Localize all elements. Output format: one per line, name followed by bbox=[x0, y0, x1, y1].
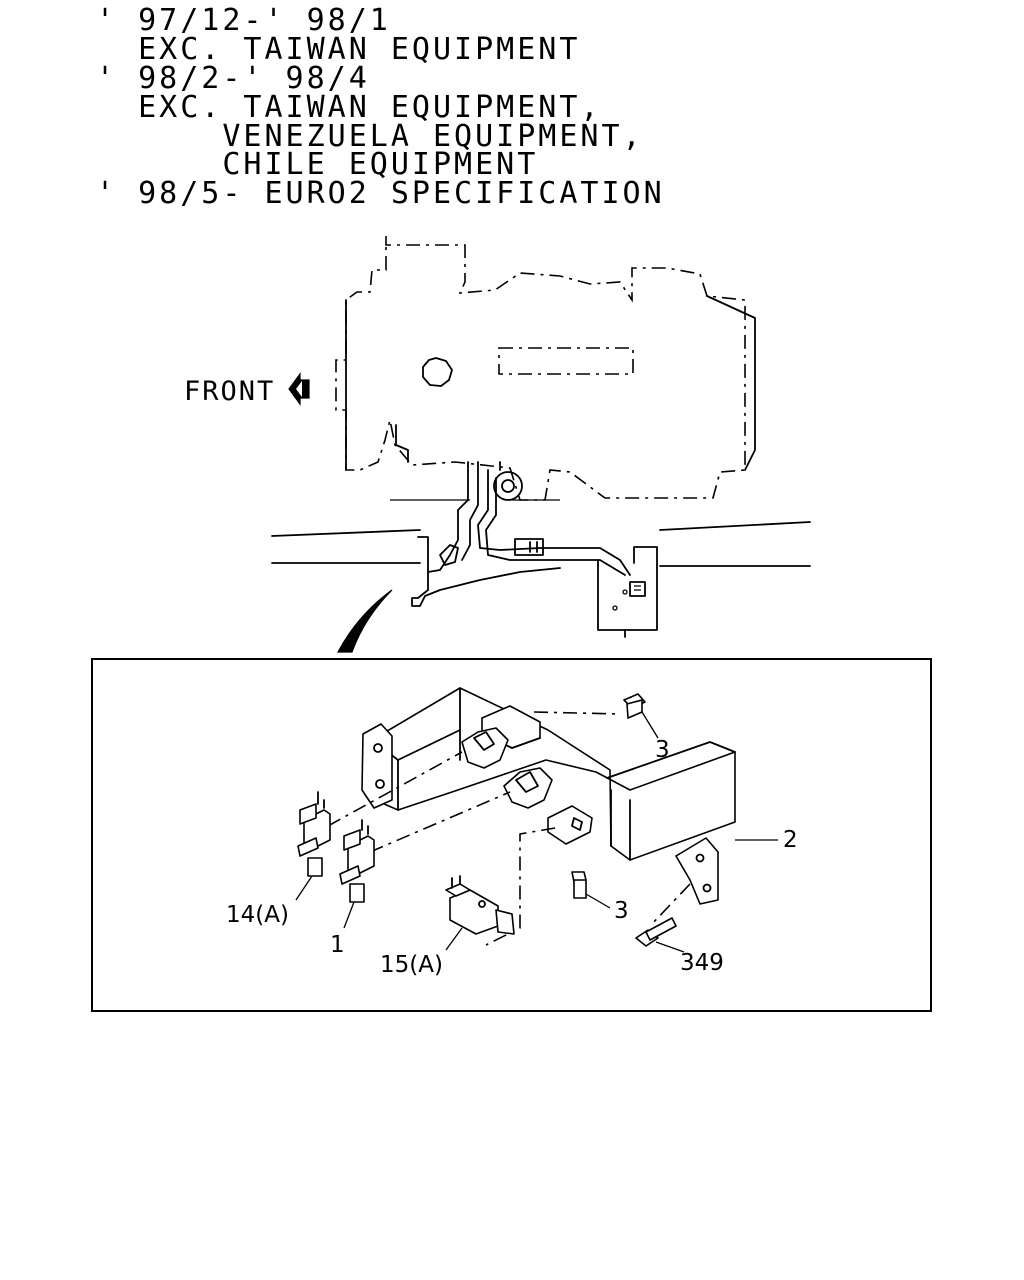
header-line-7: ' 98/5- EURO2 SPECIFICATION bbox=[96, 176, 665, 211]
callout-2: 2 bbox=[783, 827, 798, 853]
chassis-rail-upper bbox=[271, 529, 421, 537]
vacuum-tank bbox=[493, 471, 523, 501]
header-line-3: ' 98/2-' 98/4 bbox=[96, 61, 370, 96]
header-line-2: EXC. TAIWAN EQUIPMENT bbox=[96, 32, 580, 67]
solenoid-clamp-2 bbox=[503, 767, 553, 809]
flange-bolt-349 bbox=[635, 917, 677, 947]
header-line-4: EXC. TAIWAN EQUIPMENT, bbox=[96, 90, 601, 125]
engine-overview: FRONT bbox=[184, 236, 811, 653]
solenoid-valve-14a bbox=[297, 791, 331, 877]
vacuum-piping bbox=[427, 461, 469, 573]
front-label: FRONT bbox=[184, 376, 275, 407]
header-line-6: CHILE EQUIPMENT bbox=[96, 147, 538, 182]
engine-plate bbox=[498, 347, 634, 375]
engine-outline bbox=[335, 236, 746, 501]
bolt-3-lower bbox=[571, 871, 587, 899]
header-line-5: VENEZUELA EQUIPMENT, bbox=[96, 119, 644, 154]
detail-pointer-arrow bbox=[336, 589, 393, 653]
callout-3-upper: 3 bbox=[655, 737, 670, 763]
solenoid-valve-1 bbox=[339, 819, 375, 903]
connector-block bbox=[629, 581, 646, 597]
engine-pulley bbox=[422, 357, 453, 387]
bracket-location bbox=[411, 536, 561, 607]
detail-view: 3 2 3 14(A) 1 15(A) 349 bbox=[226, 687, 798, 978]
callout-15a: 15(A) bbox=[380, 952, 443, 978]
header-line-1: ' 97/12-' 98/1 bbox=[96, 3, 391, 38]
callout-14a: 14(A) bbox=[226, 902, 289, 928]
detail-frame bbox=[91, 658, 932, 1012]
bracket-block bbox=[514, 538, 544, 556]
callout-1: 1 bbox=[330, 932, 345, 958]
solenoid-valve-15a bbox=[445, 875, 515, 935]
callout-3-lower: 3 bbox=[614, 898, 629, 924]
applicability-header: ' 97/12-' 98/1 EXC. TAIWAN EQUIPMENT ' 9… bbox=[96, 3, 665, 211]
bolt-3-upper bbox=[623, 693, 646, 719]
callout-349: 349 bbox=[680, 950, 724, 976]
